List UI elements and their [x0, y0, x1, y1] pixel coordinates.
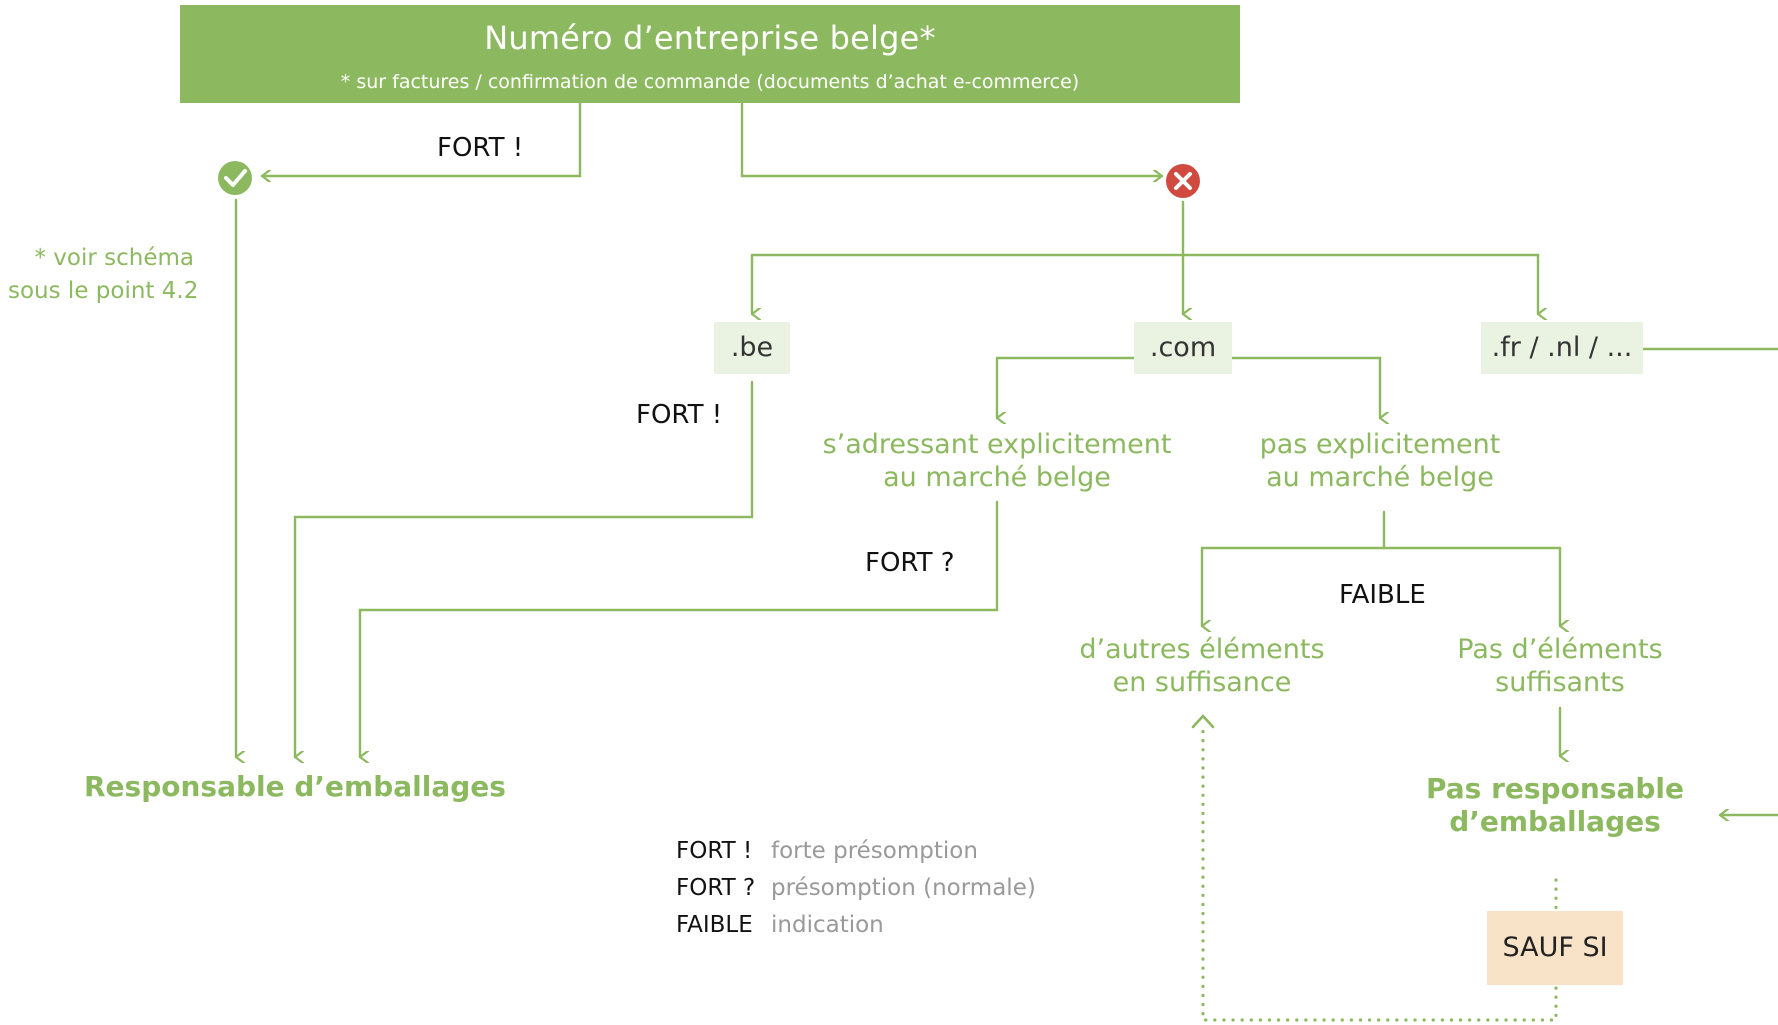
- result-not-responsible: Pas responsable d’emballages: [1400, 772, 1710, 838]
- legend-value: forte présomption: [771, 838, 978, 864]
- result-not-responsible-line-1: Pas responsable: [1426, 772, 1684, 805]
- connector-header-to-check: [260, 101, 582, 176]
- header-subtitle: * sur factures / confirmation de command…: [340, 71, 1080, 93]
- branch-no-elements: Pas d’éléments suffisants: [1430, 633, 1690, 699]
- branch-not-explicit: pas explicitement au marché belge: [1220, 428, 1540, 494]
- cross-circle-icon: [1166, 164, 1200, 198]
- legend-key: FORT !: [676, 838, 753, 864]
- connector-com-to-explicit: [995, 356, 1136, 418]
- label-faible: FAIBLE: [1339, 580, 1426, 610]
- exception-box: SAUF SI: [1487, 911, 1623, 985]
- tag-other-tld: .fr / .nl / ...: [1481, 322, 1643, 374]
- tag-com: .com: [1134, 322, 1232, 374]
- result-responsible: Responsable d’emballages: [84, 770, 506, 803]
- branch-explicit-line-1: s’adressant explicitement: [822, 429, 1172, 460]
- branch-explicit-line-2: au marché belge: [883, 462, 1111, 493]
- label-fort-be: FORT !: [636, 400, 723, 430]
- legend-row: FORT ! forte présomption: [676, 838, 1036, 875]
- check-circle-icon: [218, 161, 252, 195]
- branch-not-explicit-line-2: au marché belge: [1266, 462, 1494, 493]
- branch-other-elements-line-1: d’autres éléments: [1079, 634, 1325, 665]
- connector-com-to-not-explicit: [1230, 356, 1380, 418]
- note-line-2: sous le point 4.2: [8, 278, 199, 304]
- legend-value: présomption (normale): [771, 875, 1036, 901]
- label-fort-left: FORT !: [437, 133, 524, 163]
- branch-other-elements-line-2: en suffisance: [1112, 667, 1292, 698]
- tag-be: .be: [714, 322, 790, 374]
- legend-row: FAIBLE indication: [676, 912, 1036, 949]
- branch-explicit: s’adressant explicitement au marché belg…: [817, 428, 1177, 494]
- legend-value: indication: [771, 912, 884, 938]
- dotted-loop-arrowhead: [1191, 714, 1215, 729]
- connector-explicit-to-responsible: [358, 500, 999, 757]
- legend-key: FORT ?: [676, 875, 756, 901]
- result-not-responsible-line-2: d’emballages: [1449, 805, 1661, 838]
- header-title: Numéro d’entreprise belge*: [484, 19, 936, 57]
- label-fort-question: FORT ?: [865, 548, 955, 578]
- legend-key: FAIBLE: [676, 912, 753, 938]
- header-box: Numéro d’entreprise belge* * sur facture…: [180, 5, 1240, 103]
- branch-no-elements-line-1: Pas d’éléments: [1457, 634, 1663, 665]
- branch-not-explicit-line-1: pas explicitement: [1259, 429, 1501, 460]
- legend: FORT ! forte présomption FORT ? présomptio…: [676, 838, 1036, 949]
- note-see-diagram: * voir schéma sous le point 4.2: [8, 242, 199, 308]
- connector-header-to-cross: [740, 101, 1164, 176]
- branch-no-elements-line-2: suffisants: [1495, 667, 1625, 698]
- connector-be-to-responsible: [293, 380, 754, 757]
- legend-row: FORT ? présomption (normale): [676, 875, 1036, 912]
- note-line-1: * voir schéma: [34, 245, 194, 271]
- dotted-exception-loop: [1201, 723, 1558, 1022]
- branch-other-elements: d’autres éléments en suffisance: [1062, 633, 1342, 699]
